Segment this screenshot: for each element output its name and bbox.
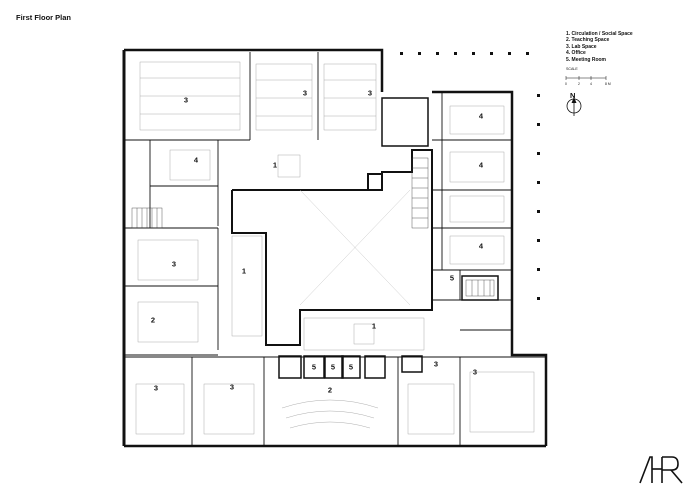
room-label-lab: 3 bbox=[171, 259, 177, 269]
room-label-lab: 3 bbox=[229, 382, 235, 392]
plan-title: First Floor Plan bbox=[16, 13, 72, 22]
column-grid bbox=[400, 52, 540, 300]
north-arrow-icon bbox=[566, 96, 582, 116]
room-label-meeting: 5 bbox=[330, 362, 336, 372]
legend-item: 1. Circulation / Social Space bbox=[566, 31, 633, 37]
legend-item: 5. Meeting Room bbox=[566, 56, 607, 63]
ahr-logo bbox=[639, 456, 683, 484]
room-label-circulation: 1 bbox=[241, 266, 247, 276]
legend: 1. Circulation / Social Space 2. Teachin… bbox=[566, 31, 633, 63]
room-label-meeting: 5 bbox=[449, 273, 455, 283]
scale-tick: 4 bbox=[590, 82, 592, 86]
room-label-lab: 3 bbox=[302, 88, 308, 98]
atrium-void bbox=[231, 97, 433, 346]
room-label-circulation: 1 bbox=[371, 321, 377, 331]
room-label-lab: 3 bbox=[153, 383, 159, 393]
furniture bbox=[135, 61, 535, 435]
legend-item: 3. Lab Space bbox=[566, 43, 597, 50]
room-label-meeting: 5 bbox=[311, 362, 317, 372]
room-label-office: 4 bbox=[478, 111, 484, 121]
room-label-office: 4 bbox=[193, 155, 199, 165]
room-label-lab: 3 bbox=[433, 359, 439, 369]
meeting-pods bbox=[278, 275, 499, 379]
scale-bar bbox=[565, 76, 607, 80]
legend-item: 4. Office bbox=[566, 50, 586, 57]
room-label-circulation: 1 bbox=[272, 160, 278, 170]
room-label-teaching: 2 bbox=[150, 315, 156, 325]
room-label-teaching: 2 bbox=[327, 385, 333, 395]
room-label-lab: 3 bbox=[183, 95, 189, 105]
scale-tick: 0 bbox=[565, 82, 567, 86]
north-label: N bbox=[570, 91, 576, 100]
room-label-office: 4 bbox=[478, 160, 484, 170]
legend-item: 2. Teaching Space bbox=[566, 37, 610, 44]
room-label-meeting: 5 bbox=[348, 362, 354, 372]
scale-label: SCALE bbox=[566, 67, 578, 71]
stair bbox=[131, 157, 495, 297]
scale-tick: 8 M bbox=[605, 82, 611, 86]
room-label-lab: 3 bbox=[367, 88, 373, 98]
room-label-office: 4 bbox=[478, 241, 484, 251]
scale-tick: 2 bbox=[578, 82, 580, 86]
exterior-walls bbox=[122, 48, 548, 448]
room-label-lab: 3 bbox=[472, 367, 478, 377]
